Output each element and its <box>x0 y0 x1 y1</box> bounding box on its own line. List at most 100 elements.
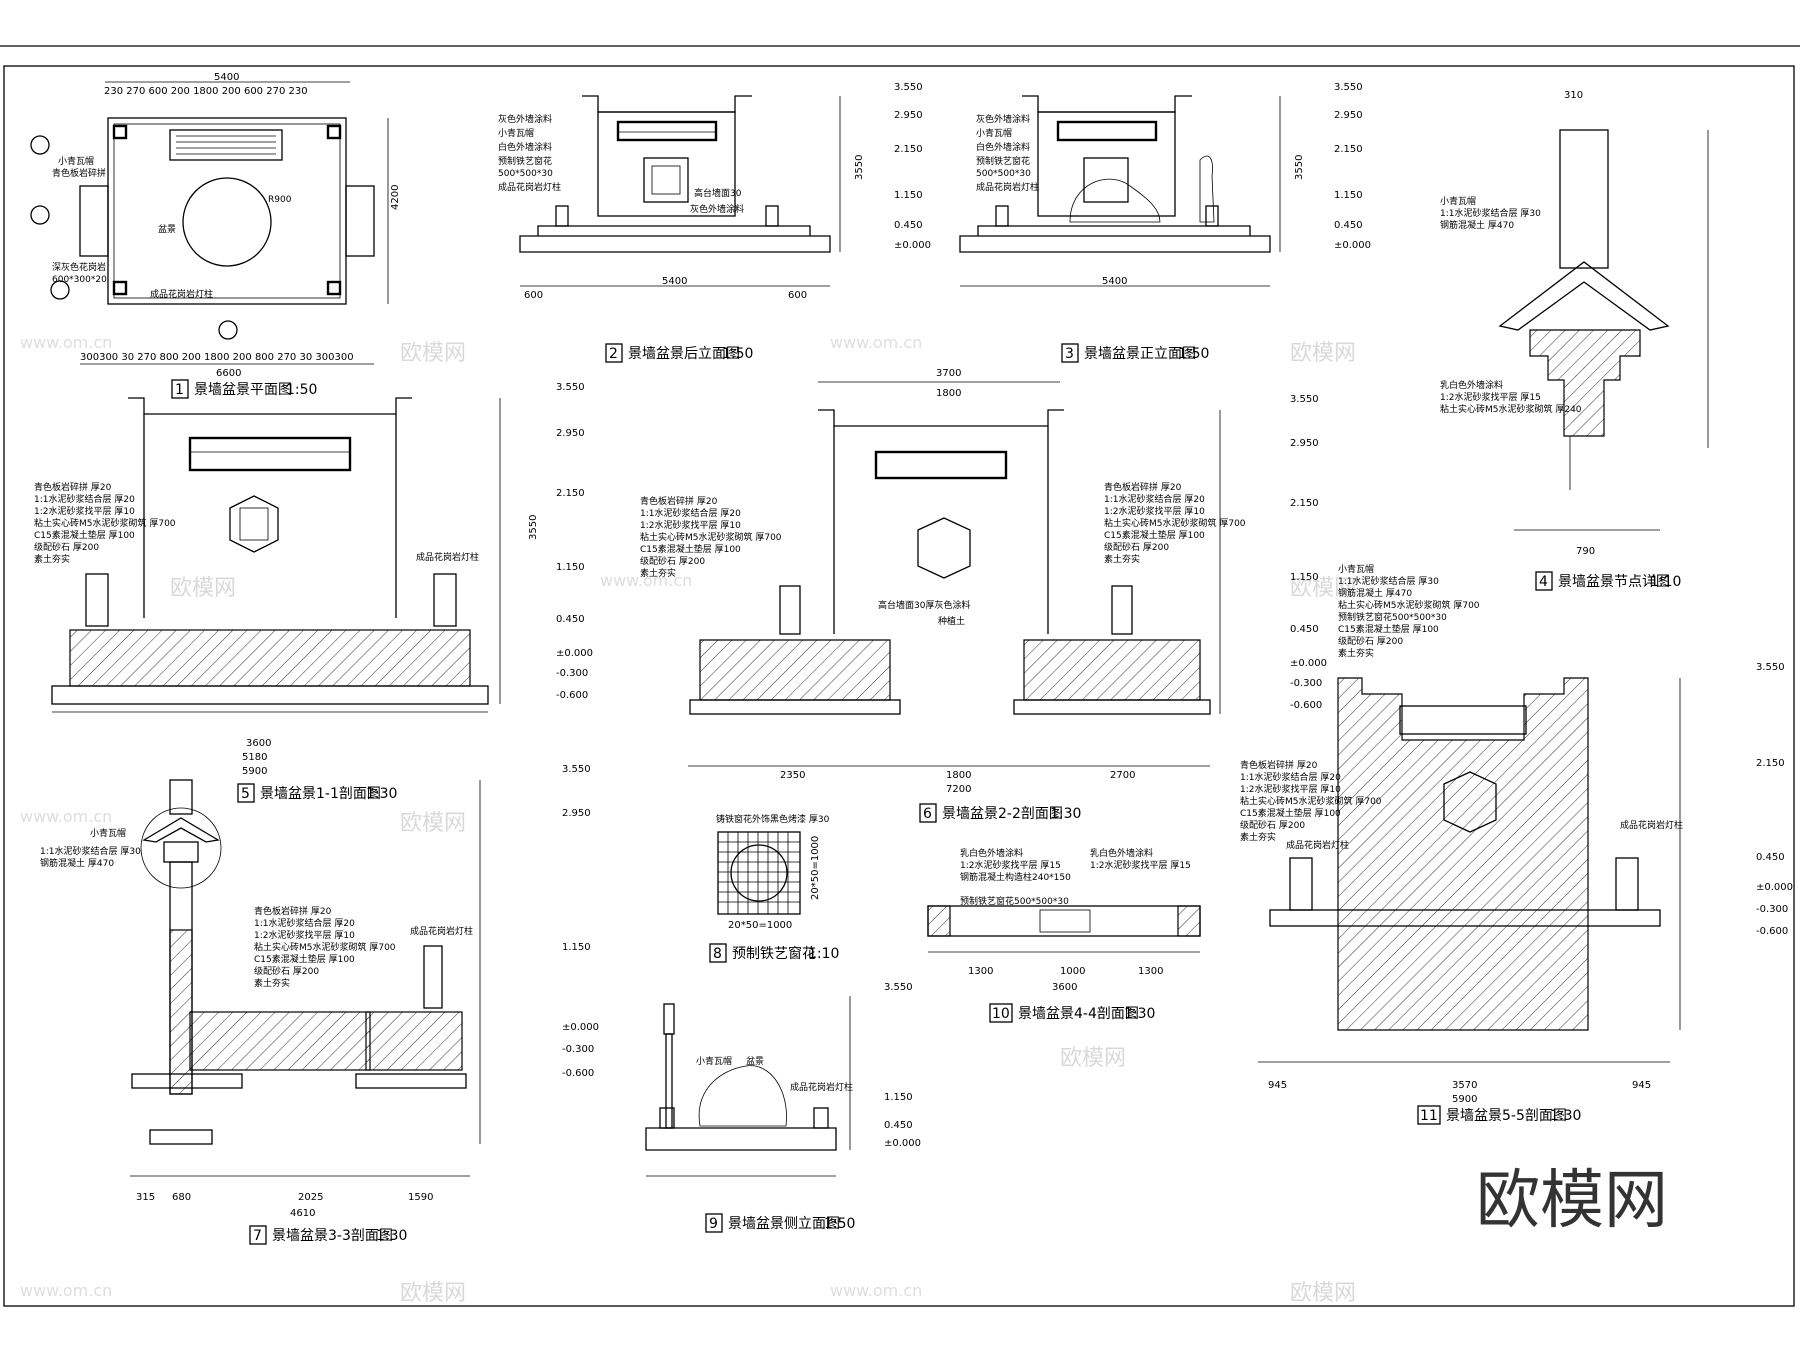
svg-text:盆景: 盆景 <box>158 223 176 235</box>
svg-text:灰色外墙涂料: 灰色外墙涂料 <box>976 113 1030 125</box>
title-6: 6 景墙盆景2-2剖面图 1:30 <box>919 803 1081 823</box>
svg-text:-0.600: -0.600 <box>562 1068 594 1079</box>
svg-text:1:50: 1:50 <box>722 346 753 362</box>
svg-text:0.450: 0.450 <box>894 220 923 231</box>
svg-text:0.450: 0.450 <box>556 614 585 625</box>
svg-text:600: 600 <box>524 290 543 301</box>
svg-text:小青瓦帽: 小青瓦帽 <box>498 127 534 139</box>
svg-text:-0.600: -0.600 <box>1756 926 1788 937</box>
drawing-plan: 5400 230 270 600 200 1800 200 600 270 23… <box>30 72 401 379</box>
brand-logo-text: 欧模网 <box>1476 1164 1668 1238</box>
svg-text:-0.300: -0.300 <box>1290 678 1322 689</box>
svg-text:景墙盆景正立面图: 景墙盆景正立面图 <box>1084 346 1196 362</box>
svg-text:素土夯实: 素土夯实 <box>1104 553 1140 565</box>
sheet-border <box>3 65 1795 1307</box>
svg-text:1:10: 1:10 <box>808 946 839 962</box>
svg-text:1:1水泥砂浆结合层 厚20: 1:1水泥砂浆结合层 厚20 <box>1240 771 1341 783</box>
svg-text:成品花岗岩灯柱: 成品花岗岩灯柱 <box>498 181 561 193</box>
svg-text:青色板岩碎拼 厚20: 青色板岩碎拼 厚20 <box>34 481 112 493</box>
svg-text:945: 945 <box>1632 1080 1651 1091</box>
svg-text:青色板岩碎拼 厚20: 青色板岩碎拼 厚20 <box>1104 481 1182 493</box>
drawing-window-grille: 铸铁窗花外饰黑色烤漆 厚30 20*50=1000 20*50=1000 <box>716 813 830 931</box>
svg-text:景墙盆景3-3剖面图: 景墙盆景3-3剖面图 <box>272 1228 393 1244</box>
svg-text:级配砂石 厚200: 级配砂石 厚200 <box>1240 819 1305 831</box>
svg-text:-0.600: -0.600 <box>556 690 588 701</box>
svg-text:C15素混凝土垫层 厚100: C15素混凝土垫层 厚100 <box>1104 529 1205 541</box>
svg-text:R900: R900 <box>268 195 292 205</box>
svg-text:1:1水泥砂浆结合层 厚30: 1:1水泥砂浆结合层 厚30 <box>1338 575 1439 587</box>
title-2: 2 景墙盆景后立面图 1:50 <box>605 343 753 363</box>
svg-text:高台墙面30厚灰色涂料: 高台墙面30厚灰色涂料 <box>878 599 970 611</box>
svg-text:1000: 1000 <box>1060 966 1085 977</box>
svg-text:2.950: 2.950 <box>1290 438 1319 449</box>
svg-text:0.450: 0.450 <box>1756 852 1785 863</box>
svg-text:1.150: 1.150 <box>556 562 585 573</box>
svg-text:成品花岗岩灯柱: 成品花岗岩灯柱 <box>976 181 1039 193</box>
drawing-side-elevation: 小青瓦帽 盆景 成品花岗岩灯柱 3.550 1.150 0.450 ±0.000 <box>645 982 921 1177</box>
svg-text:-0.600: -0.600 <box>1290 700 1322 711</box>
svg-text:1:2水泥砂浆找平层 厚10: 1:2水泥砂浆找平层 厚10 <box>254 929 355 941</box>
title-11: 11 景墙盆景5-5剖面图 1:30 <box>1417 1105 1581 1125</box>
svg-text:600: 600 <box>788 290 807 301</box>
svg-text:2.150: 2.150 <box>1756 758 1785 769</box>
svg-text:±0.000: ±0.000 <box>556 648 593 659</box>
svg-text:铸铁窗花外饰黑色烤漆 厚30: 铸铁窗花外饰黑色烤漆 厚30 <box>716 813 830 825</box>
svg-text:1300: 1300 <box>968 966 993 977</box>
title-8: 8 预制铁艺窗花 1:10 <box>709 943 839 963</box>
svg-text:预制铁艺窗花500*500*30: 预制铁艺窗花500*500*30 <box>1338 611 1447 623</box>
svg-text:1: 1 <box>175 382 184 398</box>
svg-text:1:2水泥砂浆找平层 厚10: 1:2水泥砂浆找平层 厚10 <box>1240 783 1341 795</box>
svg-text:预制铁艺窗花: 预制铁艺窗花 <box>498 155 552 167</box>
svg-text:C15素混凝土垫层 厚100: C15素混凝土垫层 厚100 <box>254 953 355 965</box>
svg-text:3.550: 3.550 <box>1334 82 1363 93</box>
svg-text:2.950: 2.950 <box>562 808 591 819</box>
svg-text:欧模网: 欧模网 <box>400 341 466 366</box>
drawing-rear-elevation: 灰色外墙涂料 小青瓦帽 白色外墙涂料 预制铁艺窗花 500*500*30 成品花… <box>498 82 931 301</box>
svg-text:成品花岗岩灯柱: 成品花岗岩灯柱 <box>410 925 473 937</box>
svg-text:3550: 3550 <box>854 155 865 180</box>
title-10: 10 景墙盆景4-4剖面图 1:30 <box>989 1003 1155 1023</box>
svg-text:2: 2 <box>609 346 618 362</box>
svg-text:钢筋混凝土 厚470: 钢筋混凝土 厚470 <box>1440 219 1514 231</box>
svg-text:3600: 3600 <box>1052 982 1077 993</box>
svg-text:3570: 3570 <box>1452 1080 1477 1091</box>
svg-text:成品花岗岩灯柱: 成品花岗岩灯柱 <box>790 1081 853 1093</box>
svg-text:1:2水泥砂浆找平层 厚15: 1:2水泥砂浆找平层 厚15 <box>1440 391 1541 403</box>
svg-text:乳白色外墙涂料: 乳白色外墙涂料 <box>1090 847 1153 859</box>
svg-text:230 270 600 200 1800 200 600: 230 270 600 200 1800 200 600 270 230 <box>104 86 308 97</box>
svg-text:500*500*30: 500*500*30 <box>976 169 1031 179</box>
svg-text:3.550: 3.550 <box>894 82 923 93</box>
svg-text:790: 790 <box>1576 546 1595 557</box>
svg-text:5900: 5900 <box>1452 1094 1477 1105</box>
svg-text:1:30: 1:30 <box>1050 806 1081 822</box>
svg-text:2.150: 2.150 <box>556 488 585 499</box>
svg-text:2.150: 2.150 <box>894 144 923 155</box>
svg-text:成品花岗岩灯柱: 成品花岗岩灯柱 <box>1286 839 1349 851</box>
watermark-layer: 欧模网 欧模网 欧模网 欧模网 欧模网 欧模网 欧模网 欧模网 www.om.c… <box>20 333 1356 1306</box>
svg-text:预制铁艺窗花: 预制铁艺窗花 <box>732 945 816 962</box>
title-1: 1 景墙盆景平面图 1:50 <box>171 379 317 399</box>
svg-text:钢筋混凝土 厚470: 钢筋混凝土 厚470 <box>1338 587 1412 599</box>
svg-text:3.550: 3.550 <box>884 982 913 993</box>
svg-text:3.550: 3.550 <box>1290 394 1319 405</box>
svg-text:级配砂石 厚200: 级配砂石 厚200 <box>1104 541 1169 553</box>
svg-text:www.om.cn: www.om.cn <box>830 333 922 352</box>
drawing-section-5-5: 小青瓦帽 1:1水泥砂浆结合层 厚30 钢筋混凝土 厚470 粘土实心砖M5水泥… <box>1240 563 1793 1105</box>
svg-text:素土夯实: 素土夯实 <box>640 567 676 579</box>
svg-text:小青瓦帽: 小青瓦帽 <box>696 1055 732 1067</box>
svg-text:315: 315 <box>136 1192 155 1203</box>
svg-text:级配砂石 厚200: 级配砂石 厚200 <box>254 965 319 977</box>
title-7: 7 景墙盆景3-3剖面图 1:30 <box>249 1225 407 1245</box>
svg-text:3600: 3600 <box>246 738 271 749</box>
svg-text:欧模网: 欧模网 <box>1290 341 1356 366</box>
svg-text:粘土实心砖M5水泥砂浆砌筑 厚700: 粘土实心砖M5水泥砂浆砌筑 厚700 <box>254 941 396 953</box>
svg-text:素土夯实: 素土夯实 <box>254 977 290 989</box>
svg-text:2.950: 2.950 <box>894 110 923 121</box>
svg-text:1:30: 1:30 <box>376 1228 407 1244</box>
svg-text:600*300*20: 600*300*20 <box>52 275 107 285</box>
svg-text:±0.000: ±0.000 <box>1756 882 1793 893</box>
svg-text:C15素混凝土垫层 厚100: C15素混凝土垫层 厚100 <box>34 529 135 541</box>
svg-text:3.550: 3.550 <box>1756 662 1785 673</box>
svg-text:5400: 5400 <box>214 72 239 83</box>
svg-text:1:2水泥砂浆找平层 厚10: 1:2水泥砂浆找平层 厚10 <box>640 519 741 531</box>
